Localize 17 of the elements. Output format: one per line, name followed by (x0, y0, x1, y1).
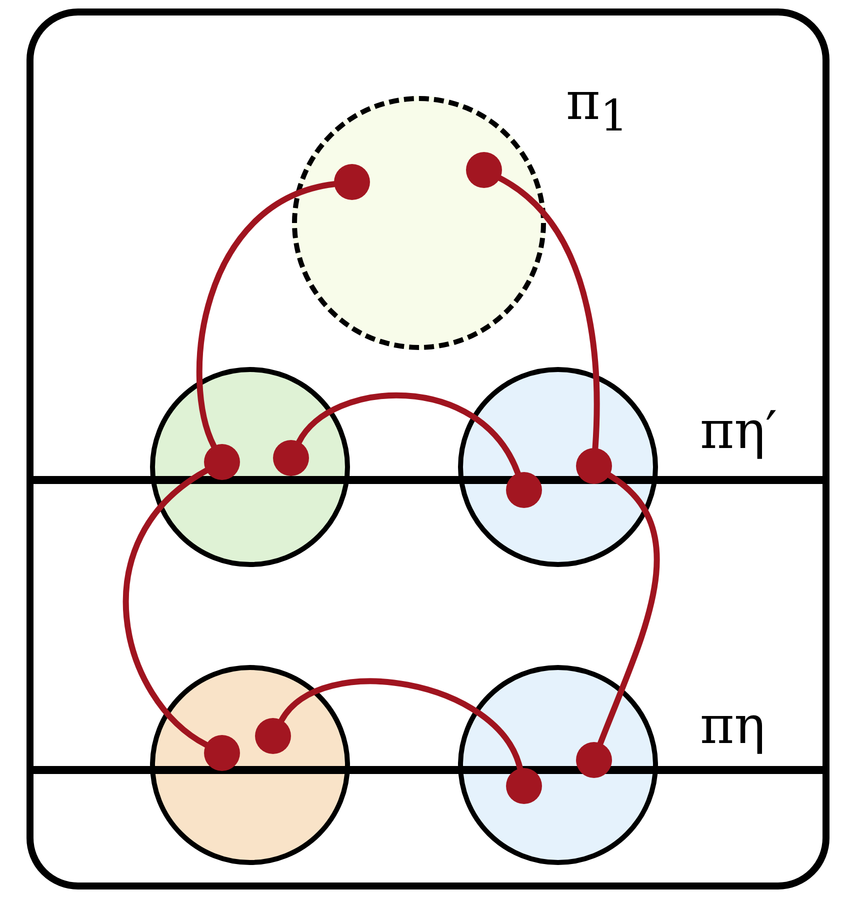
quark-dot (204, 735, 240, 771)
quark-dot (334, 164, 370, 200)
quark-dot (506, 768, 542, 804)
circle-label: π$_{1}$ (566, 76, 628, 139)
line-label: πη′ (700, 405, 778, 457)
quark-dot (273, 440, 309, 476)
quark-dot (576, 742, 612, 778)
quark-dot (255, 718, 291, 754)
quark-dot (506, 472, 542, 508)
quark-line (296, 392, 521, 476)
quark-dot (466, 152, 502, 188)
line-label: πη (700, 700, 766, 752)
quark-line (278, 678, 524, 772)
quark-dot (204, 444, 240, 480)
quark-line (123, 468, 210, 748)
quark-dot (576, 448, 612, 484)
quark-line (597, 472, 660, 746)
